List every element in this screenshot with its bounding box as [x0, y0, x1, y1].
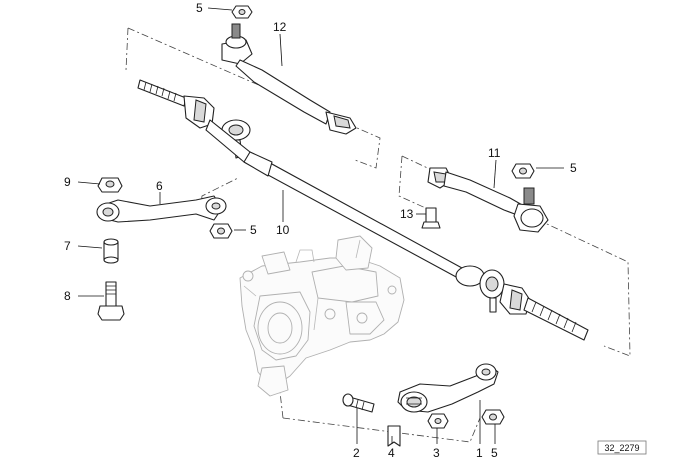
upper-tie-rod-end [221, 23, 357, 135]
idler-arm [96, 195, 227, 223]
callout-6: 6 [156, 179, 163, 193]
callout-1: 1 [476, 446, 483, 460]
right-tie-rod-end [427, 167, 549, 233]
pinch-bolt [342, 393, 375, 413]
diagram-reference: 32_2279 [597, 440, 647, 455]
pinch-nut [427, 413, 449, 429]
callout-4: 4 [388, 446, 395, 460]
idler-bushing [103, 238, 119, 264]
callout-12: 12 [273, 20, 287, 34]
callout-labels: 5 12 11 5 9 6 13 5 10 7 8 2 4 3 1 5 [64, 1, 577, 460]
diagram-reference-number: 32_2279 [604, 443, 639, 453]
callout-8: 8 [64, 289, 71, 303]
idler-bolt [97, 281, 125, 321]
nut-upper [231, 5, 253, 19]
callout-9: 9 [64, 175, 71, 189]
callout-11: 11 [488, 146, 501, 160]
callout-3: 3 [433, 446, 440, 460]
lock-plate [387, 425, 401, 447]
idler-nut [97, 177, 123, 193]
callout-7: 7 [64, 239, 71, 253]
centre-tie-rod [137, 79, 589, 341]
callout-2: 2 [353, 446, 360, 460]
nut-right-tie-rod [511, 163, 535, 179]
leader-lines [77, 7, 564, 444]
callout-5: 5 [196, 1, 203, 15]
pitman-arm [397, 363, 499, 413]
callout-5: 5 [570, 161, 577, 175]
callout-5: 5 [491, 446, 498, 460]
nut-idler-arm [209, 223, 233, 239]
callout-10: 10 [276, 223, 290, 237]
clamp-bolt-right [421, 207, 441, 229]
callout-5: 5 [250, 223, 257, 237]
callout-13: 13 [400, 207, 414, 221]
nut-pitman-arm [481, 409, 505, 425]
steering-gear-housing [239, 235, 405, 397]
